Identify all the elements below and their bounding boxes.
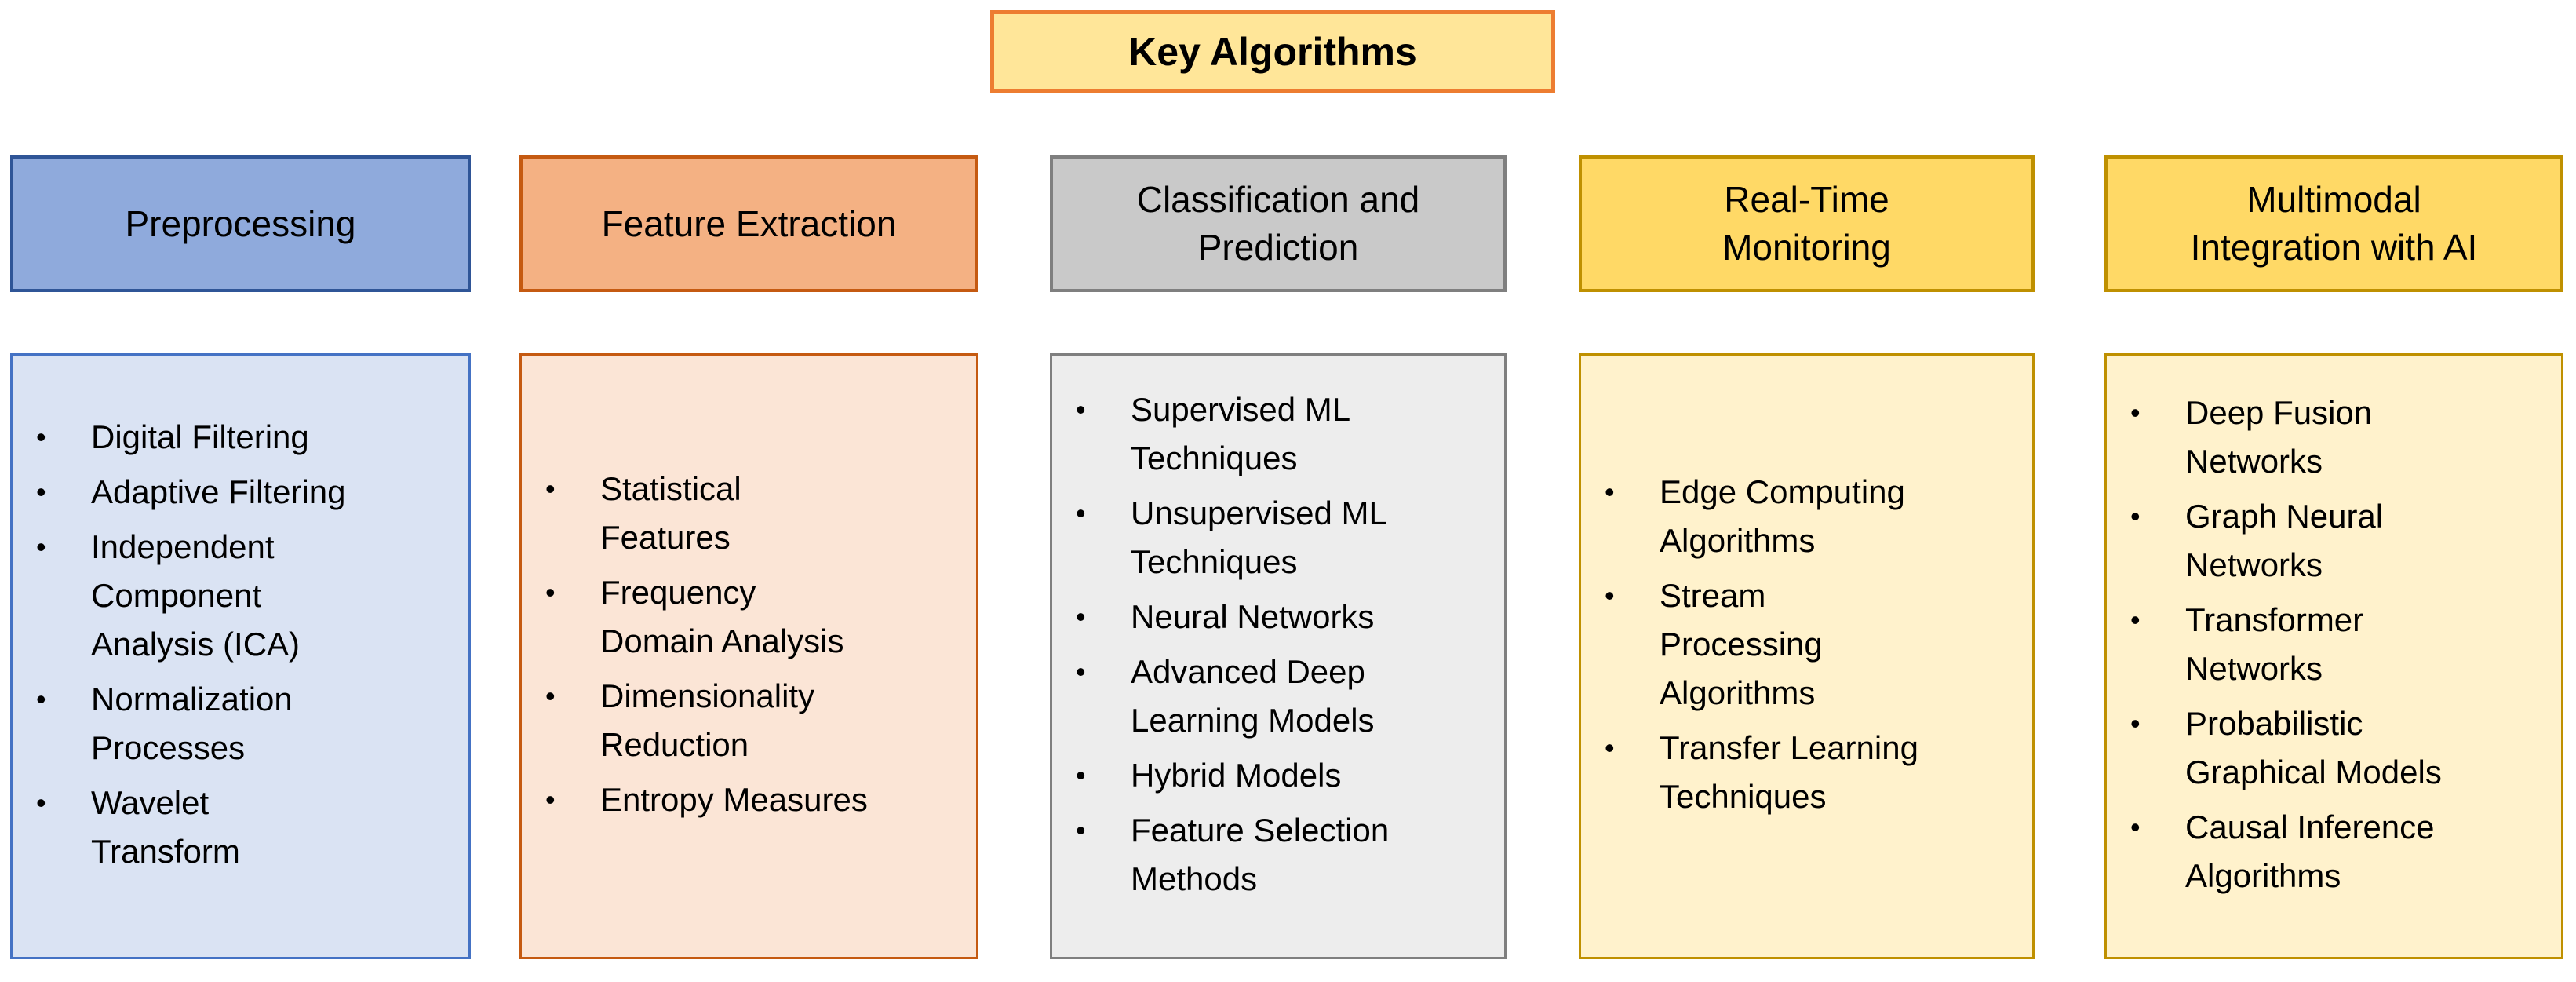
column-multimodal-integration-with-ai: Multimodal Integration with AI • Deep Fus… <box>2104 155 2563 959</box>
bullet-item-label: Statistical Features <box>600 470 741 556</box>
bullet-item: • Causal Inference Algorithms <box>2107 803 2545 900</box>
bullet-item: • Transfer Learning Techniques <box>1581 724 2017 821</box>
bullet-item: • Frequency Domain Analysis <box>522 568 960 666</box>
bullet-item-label: Wavelet Transform <box>91 784 240 870</box>
column-header-label: Classification and Prediction <box>1136 179 1420 268</box>
bullet-item: • Feature Selection Methods <box>1052 806 1488 904</box>
bullet-item: • Advanced Deep Learning Models <box>1052 648 1488 745</box>
column-body: • Statistical Features • Frequency Domain A… <box>519 353 978 959</box>
bullet-item-label: Adaptive Filtering <box>91 473 346 510</box>
bullet-item-label: Normalization Processes <box>91 681 293 766</box>
column-header-label: Real-Time Monitoring <box>1722 179 1891 268</box>
column-header: Feature Extraction <box>519 155 978 292</box>
bullet-icon: • <box>1076 759 1086 791</box>
bullet-icon: • <box>36 787 46 819</box>
bullet-icon: • <box>1076 814 1086 846</box>
column-header: Multimodal Integration with AI <box>2104 155 2563 292</box>
bullet-item-label: Causal Inference Algorithms <box>2185 809 2435 894</box>
bullet-item: • Neural Networks <box>1052 593 1488 641</box>
column-real-time-monitoring: Real-Time Monitoring • Edge Computing Alg… <box>1579 155 2035 959</box>
bullet-item-label: Edge Computing Algorithms <box>1660 473 1905 559</box>
bullet-item: • Stream Processing Algorithms <box>1581 571 2017 717</box>
bullet-item-label: Digital Filtering <box>91 418 309 455</box>
bullet-icon: • <box>1605 579 1615 611</box>
column-header-label: Feature Extraction <box>601 203 897 244</box>
bullet-item-label: Deep Fusion Networks <box>2185 394 2373 480</box>
bullet-icon: • <box>545 783 556 816</box>
bullet-item-label: Independent Component Analysis (ICA) <box>91 528 301 663</box>
bullet-item: • Adaptive Filtering <box>13 468 453 517</box>
bullet-item: • Edge Computing Algorithms <box>1581 468 2017 565</box>
bullet-icon: • <box>36 683 46 715</box>
column-body: • Deep Fusion Networks • Graph Neural Netwo… <box>2104 353 2563 959</box>
column-classification-and-prediction: Classification and Prediction • Supervise… <box>1050 155 1507 959</box>
bullet-icon: • <box>1605 732 1615 764</box>
bullet-item-label: Transformer Networks <box>2185 601 2364 687</box>
bullet-icon: • <box>2130 811 2141 843</box>
column-body: • Edge Computing Algorithms • Stream Proces… <box>1579 353 2035 959</box>
bullet-icon: • <box>545 473 556 505</box>
bullet-icon: • <box>36 476 46 508</box>
bullet-item-label: Stream Processing Algorithms <box>1660 577 1823 711</box>
bullet-icon: • <box>1605 476 1615 508</box>
column-header: Classification and Prediction <box>1050 155 1507 292</box>
bullet-icon: • <box>36 531 46 563</box>
bullet-item-label: Graph Neural Networks <box>2185 498 2384 583</box>
bullet-item: • Hybrid Models <box>1052 751 1488 800</box>
bullet-icon: • <box>1076 497 1086 529</box>
bullet-icon: • <box>1076 393 1086 425</box>
bullet-item-label: Neural Networks <box>1131 598 1375 635</box>
bullet-item: • Dimensionality Reduction <box>522 672 960 769</box>
diagram-title: Key Algorithms <box>1128 29 1417 74</box>
column-body: • Digital Filtering • Adaptive Filtering • In… <box>10 353 471 959</box>
bullet-item-label: Probabilistic Graphical Models <box>2185 705 2442 790</box>
bullet-icon: • <box>2130 396 2141 429</box>
bullet-item: • Deep Fusion Networks <box>2107 389 2545 486</box>
bullet-item-label: Dimensionality Reduction <box>600 677 815 763</box>
bullet-item: • Graph Neural Networks <box>2107 492 2545 590</box>
bullet-item: • Entropy Measures <box>522 776 960 824</box>
bullet-item-label: Transfer Learning Techniques <box>1660 729 1918 815</box>
bullet-item: • Transformer Networks <box>2107 596 2545 693</box>
bullet-icon: • <box>1076 655 1086 688</box>
bullet-item: • Statistical Features <box>522 465 960 562</box>
bullet-item-label: Frequency Domain Analysis <box>600 574 844 659</box>
bullet-item: • Unsupervised ML Techniques <box>1052 489 1488 586</box>
bullet-icon: • <box>2130 604 2141 636</box>
bullet-item: • Probabilistic Graphical Models <box>2107 699 2545 797</box>
bullet-item-label: Entropy Measures <box>600 781 868 818</box>
column-header: Preprocessing <box>10 155 471 292</box>
bullet-item-label: Supervised ML Techniques <box>1131 391 1351 476</box>
column-body: • Supervised ML Techniques • Unsupervised M… <box>1050 353 1507 959</box>
bullet-icon: • <box>545 680 556 712</box>
bullet-item-label: Hybrid Models <box>1131 757 1342 794</box>
bullet-icon: • <box>36 421 46 453</box>
bullet-item-label: Advanced Deep Learning Models <box>1131 653 1375 739</box>
bullet-icon: • <box>2130 500 2141 532</box>
column-header-label: Multimodal Integration with AI <box>2190 179 2478 268</box>
column-header-label: Preprocessing <box>125 203 356 244</box>
bullet-item: • Digital Filtering <box>13 413 453 462</box>
column-feature-extraction: Feature Extraction • Statistical Features… <box>519 155 978 959</box>
bullet-item: • Wavelet Transform <box>13 779 453 876</box>
bullet-icon: • <box>2130 707 2141 739</box>
bullet-item: • Independent Component Analysis (ICA) <box>13 523 453 669</box>
bullet-item: • Normalization Processes <box>13 675 453 772</box>
bullet-item: • Supervised ML Techniques <box>1052 385 1488 483</box>
bullet-icon: • <box>1076 601 1086 633</box>
bullet-icon: • <box>545 576 556 608</box>
bullet-item-label: Unsupervised ML Techniques <box>1131 495 1387 580</box>
diagram-title-box: Key Algorithms <box>990 10 1555 93</box>
column-preprocessing: Preprocessing • Digital Filtering • Adaptiv… <box>10 155 471 959</box>
column-header: Real-Time Monitoring <box>1579 155 2035 292</box>
bullet-item-label: Feature Selection Methods <box>1131 812 1390 897</box>
